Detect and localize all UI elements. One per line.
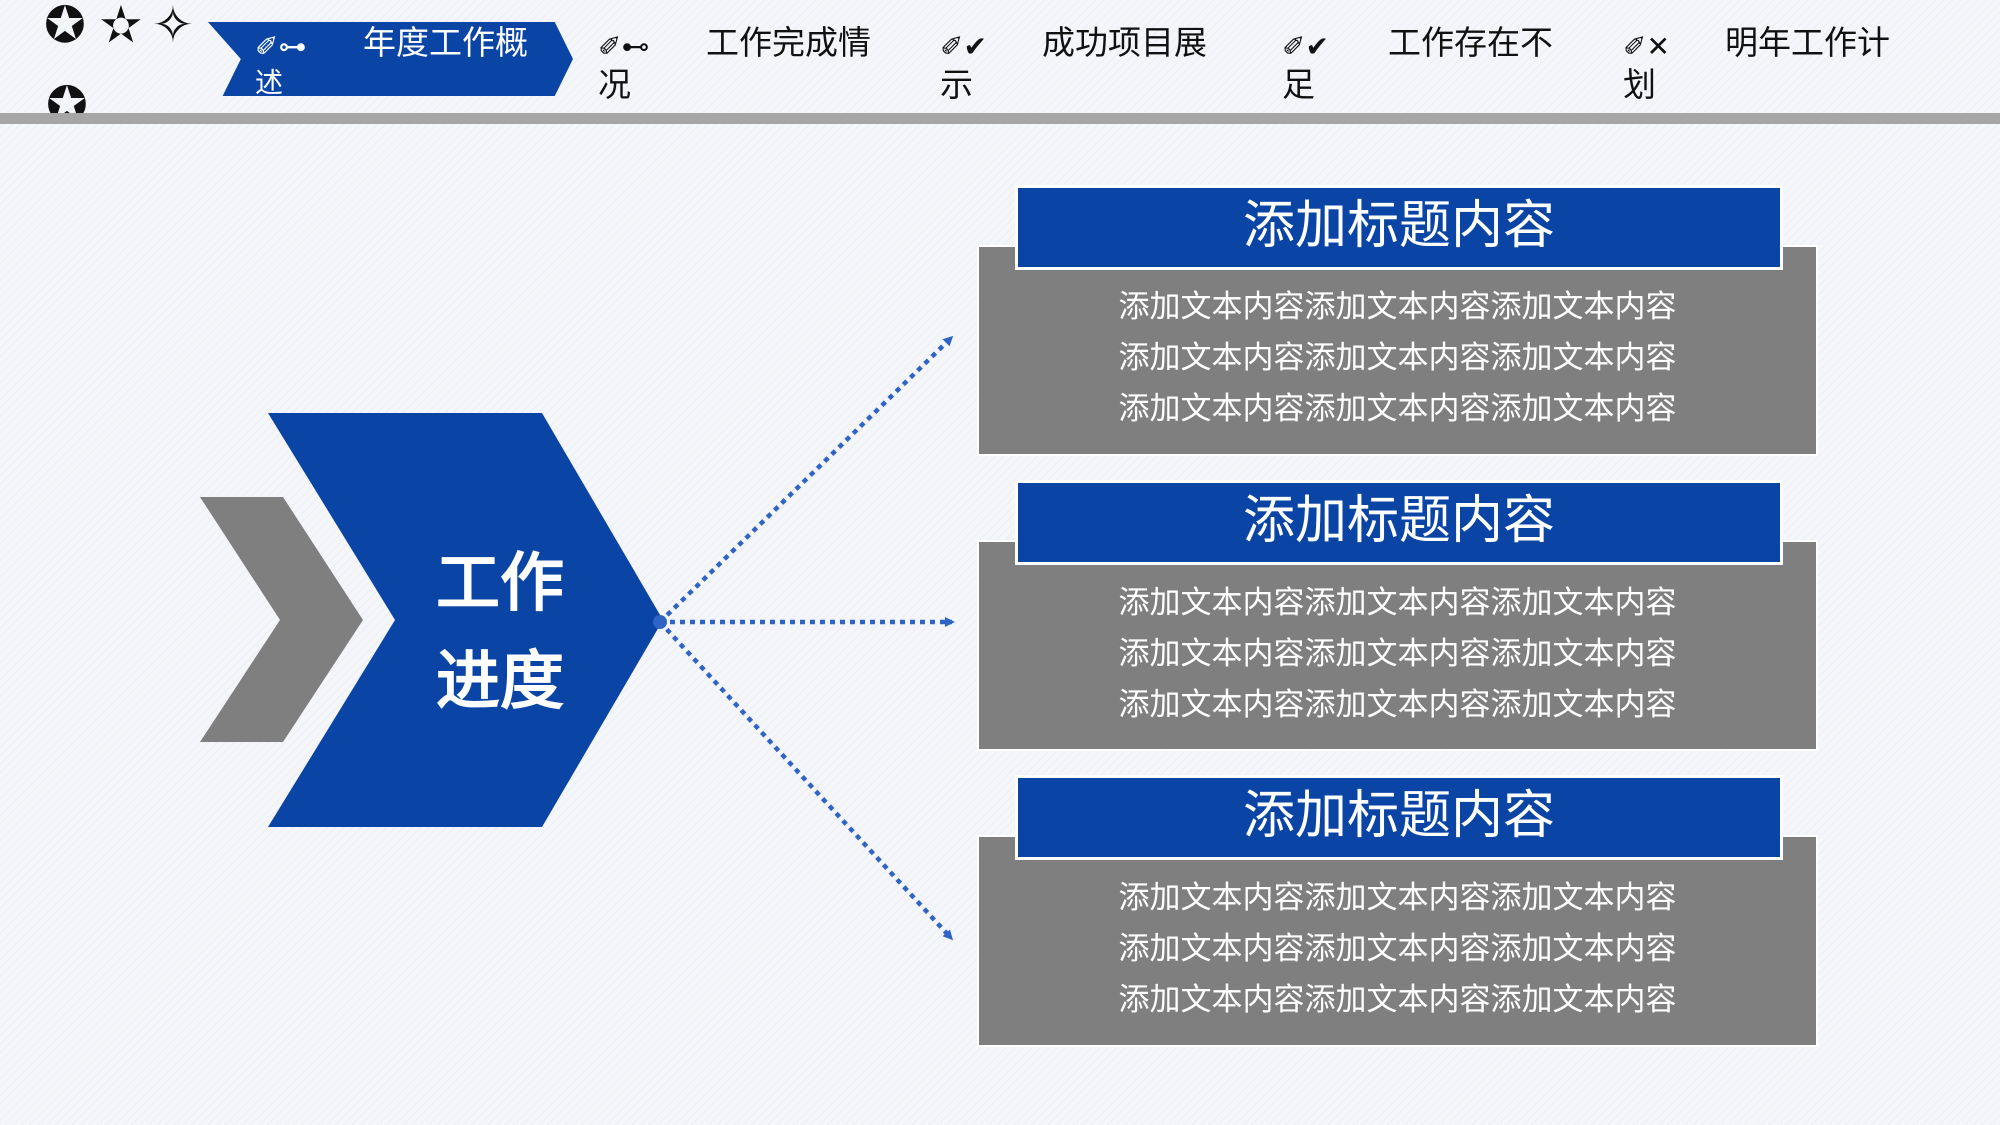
card-text-line: 添加文本内容添加文本内容添加文本内容 xyxy=(1118,931,1677,967)
nav-label: 工作完成情 xyxy=(706,23,871,62)
nav-label-wrap: 划 xyxy=(1623,65,1656,104)
star-icon: ✪ xyxy=(44,0,86,54)
card-title: 添加标题内容 xyxy=(1015,480,1783,565)
card-text-line: 添加文本内容添加文本内容添加文本内容 xyxy=(1118,687,1677,723)
center-label-line1: 工作 xyxy=(436,547,564,621)
blue-chevron xyxy=(268,413,663,827)
card-text: 添加文本内容添加文本内容添加文本内容 添加文本内容添加文本内容添加文本内容 添加… xyxy=(977,282,1818,435)
arrow-to-card-3 xyxy=(658,620,954,941)
sparkle-icon: ✧ xyxy=(152,0,194,54)
content-card-1 xyxy=(977,245,1818,456)
card-text-line: 添加文本内容添加文本内容添加文本内容 xyxy=(1118,585,1677,621)
star-icon: ✫ xyxy=(100,0,142,54)
content-card-2 xyxy=(977,540,1818,751)
content-card-3 xyxy=(977,835,1818,1047)
nav-label: 明年工作计 xyxy=(1725,23,1890,62)
pencil-icon: ✐⊶ xyxy=(255,30,307,63)
connector-arrows xyxy=(653,335,955,941)
gray-chevron xyxy=(200,497,363,742)
pencil-check-icon: ✐✔ xyxy=(1282,30,1329,63)
center-label-line2: 进度 xyxy=(436,645,564,719)
card-text-line: 添加文本内容添加文本内容添加文本内容 xyxy=(1118,289,1677,325)
pencil-check-icon: ✐✔ xyxy=(940,30,987,63)
card-text-line: 添加文本内容添加文本内容添加文本内容 xyxy=(1118,636,1677,672)
nav-label: 年度工作概 xyxy=(363,23,528,62)
nav-label-wrap: 足 xyxy=(1282,65,1315,104)
card-title: 添加标题内容 xyxy=(1015,185,1783,270)
nav-label-wrap: 示 xyxy=(940,65,973,104)
nav-label-wrap: 况 xyxy=(598,65,631,104)
arrow-to-card-1 xyxy=(658,335,954,624)
card-text-line: 添加文本内容添加文本内容添加文本内容 xyxy=(1118,340,1677,376)
pencil-icon: ✐⊷ xyxy=(598,30,650,63)
progress-chevrons xyxy=(200,413,663,827)
card-text-line: 添加文本内容添加文本内容添加文本内容 xyxy=(1118,880,1677,916)
nav-label: 成功项目展 xyxy=(1042,23,1207,62)
card-text: 添加文本内容添加文本内容添加文本内容 添加文本内容添加文本内容添加文本内容 添加… xyxy=(977,578,1818,731)
card-text-line: 添加文本内容添加文本内容添加文本内容 xyxy=(1118,982,1677,1018)
nav-label: 工作存在不 xyxy=(1388,23,1553,62)
card-text: 添加文本内容添加文本内容添加文本内容 添加文本内容添加文本内容添加文本内容 添加… xyxy=(977,873,1818,1026)
card-text-line: 添加文本内容添加文本内容添加文本内容 xyxy=(1118,391,1677,427)
center-label: 工作 进度 xyxy=(395,535,605,731)
nav-tab-annual-overview-bg[interactable] xyxy=(208,22,573,96)
nav-label-wrap: 述 xyxy=(255,66,284,99)
card-title: 添加标题内容 xyxy=(1015,775,1783,860)
pencil-cross-icon: ✐✕ xyxy=(1623,30,1670,63)
header-divider xyxy=(0,113,2000,124)
